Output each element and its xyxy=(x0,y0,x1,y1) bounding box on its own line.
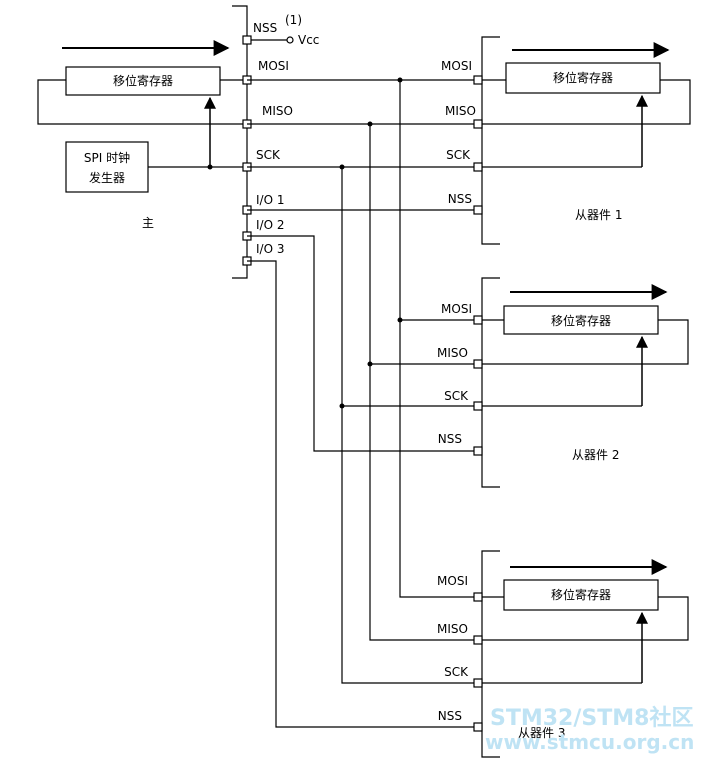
master-shift-register-box xyxy=(65,66,221,96)
slave-2-sck-label: SCK xyxy=(444,389,469,403)
master-label: 主 xyxy=(142,216,154,230)
slave-3-nss-pin xyxy=(473,722,483,732)
io3-line xyxy=(247,260,478,728)
watermark-line-1: STM32/STM8社区 xyxy=(490,705,693,731)
master-body-outline xyxy=(232,5,248,279)
master-nss-label: NSS xyxy=(253,21,277,35)
bus-junctions xyxy=(339,77,403,409)
watermark-line-2: www.stmcu.org.cn xyxy=(485,730,694,754)
slave-2-nss-label: NSS xyxy=(438,432,462,446)
slave-1-mosi-label: MOSI xyxy=(441,59,472,73)
slave-3-miso-pin xyxy=(473,635,483,645)
junction-dot xyxy=(207,164,213,170)
slave-2-miso-label: MISO xyxy=(437,346,468,360)
vcc-label: Vcc xyxy=(298,33,319,47)
slave-2-body-outline xyxy=(481,277,500,488)
slave-3 xyxy=(481,550,689,758)
master-clock-generator-label-2: 发生器 xyxy=(89,170,125,185)
master-shift-register-label: 移位寄存器 xyxy=(113,73,173,88)
master-io3-label: I/O 3 xyxy=(256,242,284,256)
slave-2-mosi-pin xyxy=(473,315,483,325)
master-mosi-label: MOSI xyxy=(258,59,289,73)
master-nss-note: (1) xyxy=(285,13,302,27)
slave-3-shift-register-label: 移位寄存器 xyxy=(551,587,611,602)
slave-3-miso-label: MISO xyxy=(437,622,468,636)
slave-1-mosi-pin xyxy=(473,75,483,85)
slave-2-label: 从器件 2 xyxy=(572,448,619,462)
slave-2-miso-pin xyxy=(473,359,483,369)
slave-1-miso-pin xyxy=(473,119,483,129)
master-nss-pin xyxy=(242,35,252,45)
master-device xyxy=(37,5,294,279)
slave-1-sck-label: SCK xyxy=(446,148,471,162)
slave-3-mosi-label: MOSI xyxy=(437,574,468,588)
vcc-terminal xyxy=(286,36,294,44)
slave-2-shift-register-label: 移位寄存器 xyxy=(551,313,611,328)
slave-3-nss-label: NSS xyxy=(438,709,462,723)
slave-1-nss-label: NSS xyxy=(448,192,472,206)
slave-1-shift-register-label: 移位寄存器 xyxy=(553,70,613,85)
slave-3-shift-register-box xyxy=(503,579,659,611)
slave-1-nss-pin xyxy=(473,205,483,215)
slave-3-label: 从器件 3 xyxy=(518,726,565,740)
slave-3-mosi-pin xyxy=(473,592,483,602)
slave-1-miso-label: MISO xyxy=(445,104,476,118)
slave-3-body-outline xyxy=(481,550,500,758)
master-miso-label: MISO xyxy=(262,104,293,118)
slave-3-sck-label: SCK xyxy=(444,665,469,679)
slave-1-body-outline xyxy=(481,36,500,245)
slave-2-sck-pin xyxy=(473,401,483,411)
io2-line xyxy=(247,235,478,452)
master-io1-label: I/O 1 xyxy=(256,193,284,207)
slave-1-sck-pin xyxy=(473,162,483,172)
slave-1-shift-register-box xyxy=(505,62,661,94)
master-io2-label: I/O 2 xyxy=(256,218,284,232)
slave-1-label: 从器件 1 xyxy=(575,208,622,222)
master-sck-label: SCK xyxy=(256,148,281,162)
slave-2 xyxy=(481,277,689,488)
slave-3-sck-pin xyxy=(473,678,483,688)
master-clock-generator-label-1: SPI 时钟 xyxy=(84,150,130,165)
slave-1 xyxy=(481,36,691,245)
slave-2-nss-pin xyxy=(473,446,483,456)
slave-2-mosi-label: MOSI xyxy=(441,302,472,316)
